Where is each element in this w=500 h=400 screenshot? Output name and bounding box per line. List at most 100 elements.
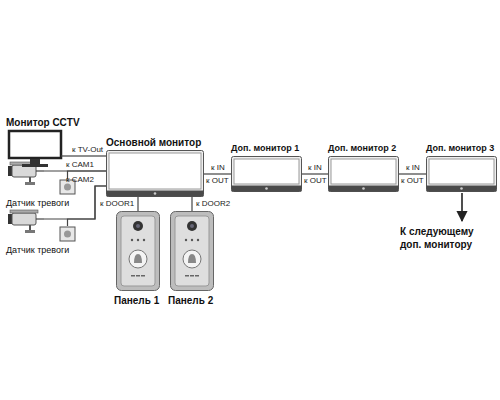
continue-note: К следующему доп. монитору [400, 225, 496, 251]
port-label: к CAM1 [66, 160, 94, 170]
continue-arrow [461, 193, 463, 221]
port-label: к IN [406, 163, 420, 173]
monitor-led [460, 187, 463, 190]
cctv-base [22, 164, 48, 167]
node-label: Монитор CCTV [6, 116, 82, 129]
camera-icon [8, 210, 44, 233]
camera-cable [36, 170, 44, 171]
port-label: к DOOR1 [100, 199, 134, 209]
panel-speaker-hole [131, 239, 133, 241]
port-label: к IN [308, 163, 322, 173]
extra-monitor: Доп. монитор 3 [426, 142, 497, 192]
sensor-body [60, 227, 75, 241]
monitor-led [265, 187, 268, 190]
main-monitor: Основной монитор [106, 136, 204, 197]
port-label: к CAM2 [66, 175, 94, 185]
extra-monitor-picture [231, 156, 302, 192]
alarm-sensor: Датчик тревоги [6, 226, 78, 257]
wire-connector [82, 155, 106, 156]
node-label: Датчик тревоги [6, 244, 78, 257]
node-label: Панель 1 [114, 294, 162, 307]
monitor-screen [109, 153, 201, 189]
monitor-bezel [329, 186, 399, 192]
cctv-cable [61, 155, 82, 156]
node-label: Доп. монитор 3 [426, 142, 497, 155]
monitor-screen [331, 159, 396, 184]
panel-mic-slot [141, 275, 145, 277]
port-label: к DOOR2 [196, 199, 230, 209]
camera-hood [10, 210, 38, 213]
door-panel-picture [168, 211, 216, 293]
panel-face [175, 216, 209, 286]
port-label: к OUT [206, 176, 229, 186]
wire-connector [191, 197, 192, 211]
bell-symbol [188, 254, 196, 263]
panel-mic-slot [195, 275, 199, 277]
extra-monitor: Доп. монитор 2 [328, 142, 399, 192]
monitor-screen [429, 159, 494, 184]
camera-body [12, 213, 36, 225]
panel-speaker-hole [185, 239, 187, 241]
camera-lens [8, 214, 12, 224]
monitor-led [154, 192, 157, 195]
cctv-screen [9, 131, 61, 158]
panel-housing [117, 212, 160, 291]
sensor-eye [64, 184, 71, 191]
node-label: Панель 2 [168, 294, 216, 307]
monitor-frame [427, 157, 497, 192]
wire-connector [399, 173, 426, 174]
door-panel: Панель 1 [114, 211, 162, 307]
camera-cable [36, 218, 44, 219]
wire-connector [137, 197, 138, 211]
monitor-screen [234, 159, 299, 184]
monitor-led [362, 187, 365, 190]
monitor-frame [232, 157, 302, 192]
camera-bracket [29, 225, 31, 230]
panel-speaker-hole [143, 239, 145, 241]
main-monitor-picture [106, 150, 204, 197]
camera-mount [25, 230, 35, 233]
panel-mic-slot [136, 275, 140, 277]
extra-monitor: Доп. монитор 1 [231, 142, 302, 192]
panel-face [121, 216, 155, 286]
monitor-bezel [427, 186, 497, 192]
port-label: к OUT [401, 176, 424, 186]
monitor-bezel [232, 186, 302, 192]
door-panel-picture [114, 211, 162, 293]
camera-bracket [29, 177, 31, 182]
monitor-frame [107, 151, 204, 197]
monitor-frame [329, 157, 399, 192]
panel-mic-slot [185, 275, 189, 277]
door-panel: Панель 2 [168, 211, 216, 307]
panel-lens [136, 224, 140, 228]
bell-symbol [134, 254, 142, 263]
panel-mic-slot [131, 275, 135, 277]
node-label: Доп. монитор 2 [328, 142, 399, 155]
extra-monitor-picture [328, 156, 399, 192]
sensor-eye [64, 231, 71, 238]
panel-call-button [183, 250, 201, 268]
alarm-sensor-picture [6, 226, 78, 243]
camera-mount [25, 182, 35, 185]
panel-lens [190, 224, 194, 228]
panel-housing [171, 212, 214, 291]
node-label: Основной монитор [106, 136, 204, 149]
node-label: Доп. монитор 1 [231, 142, 302, 155]
camera-lens [8, 166, 12, 176]
panel-speaker-hole [137, 239, 139, 241]
panel-camera [133, 221, 143, 231]
panel-camera [187, 221, 197, 231]
port-label: к TV-Out [72, 145, 103, 155]
monitor-bezel [107, 191, 204, 197]
panel-speaker-hole [197, 239, 199, 241]
panel-speaker-hole [191, 239, 193, 241]
port-label: к OUT [304, 176, 327, 186]
node-label: Датчик тревоги [6, 197, 78, 210]
wire-connector [204, 173, 231, 174]
panel-call-button [129, 250, 147, 268]
extra-monitor-picture [426, 156, 497, 192]
